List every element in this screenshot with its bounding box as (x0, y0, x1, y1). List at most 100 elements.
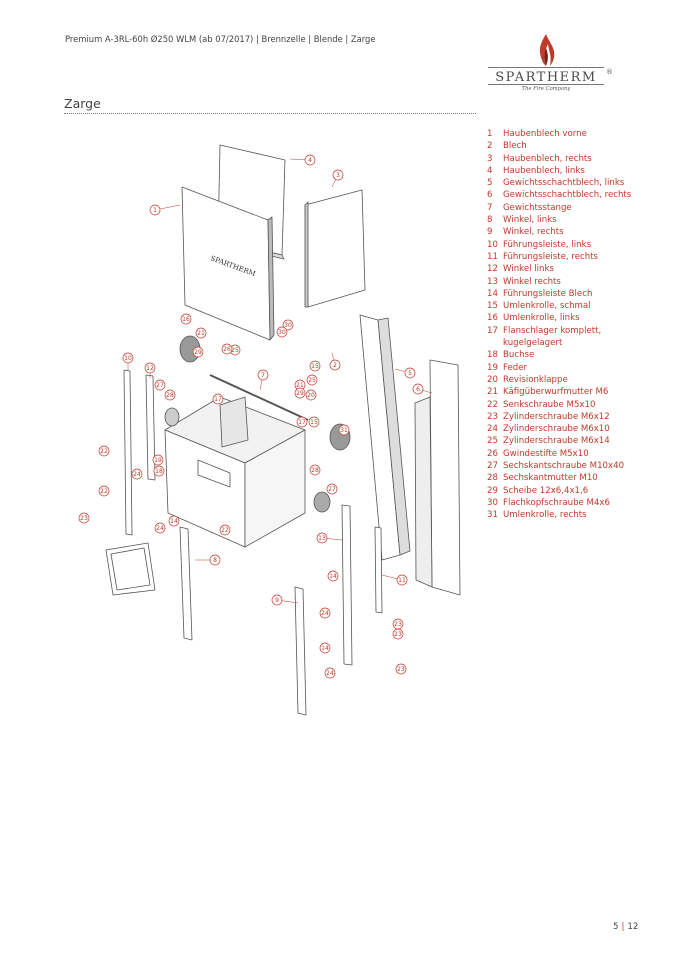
callout-bubble: 2 (329, 359, 341, 371)
callout-bubble: 26 (221, 343, 233, 355)
part-winkel-rechts (294, 586, 307, 716)
legend-item-number: 5 (487, 178, 493, 189)
callout-bubble: 23 (395, 663, 407, 675)
callout-label: 30 (278, 329, 286, 336)
page-separator: | (621, 922, 625, 932)
callout-bubble: 29 (294, 387, 306, 399)
callout-label: 14 (170, 518, 178, 525)
legend-item-name: Gewichtsschachtblech, rechts (503, 190, 632, 201)
legend-item-name: Sechskantschraube M10x40 (503, 461, 625, 472)
callout-label: 26 (223, 346, 231, 353)
legend-item-name: Umlenkrolle, rechts (503, 510, 587, 521)
legend-item-name: Führungsleiste, links (503, 239, 592, 250)
part-frame-side (244, 429, 306, 548)
callout-label: 6 (416, 386, 420, 393)
callout-bubble: 4 (304, 154, 316, 166)
callout-label: 18 (155, 468, 163, 475)
legend-item-name: Haubenblech vorne (503, 129, 587, 139)
callout-label: 29 (296, 390, 304, 397)
callout-label: 11 (398, 577, 406, 584)
legend-item-name: Scheibe 12x6,4x1,6 (503, 485, 589, 496)
callout-label: 9 (275, 597, 279, 604)
callout-bubble: 30 (282, 319, 294, 331)
callout-bubble: 28 (164, 389, 176, 401)
callout-label: 22 (100, 448, 108, 455)
callout-label: 17 (214, 396, 222, 403)
callout-bubble: 23 (78, 512, 90, 524)
callout-bubble: 12 (144, 362, 156, 374)
callout-bubble: 17 (296, 416, 308, 428)
legend-item-number: 10 (487, 239, 498, 250)
part-gewichtsschachtblech-rechts (429, 359, 461, 596)
legend-item-number: 21 (487, 387, 498, 398)
callout-label: 10 (124, 355, 132, 362)
callout-label: 16 (182, 316, 190, 323)
callout-label: 31 (340, 427, 348, 434)
flame-icon (539, 34, 555, 66)
legend-item-number: 31 (487, 510, 498, 521)
callout-label: 28 (166, 392, 174, 399)
page-current: 5 (613, 922, 619, 932)
legend-item-number: 18 (487, 350, 498, 361)
callout-bubble: 14 (168, 515, 180, 527)
legend-item-name: Umlenkrolle, links (503, 313, 580, 324)
legend-item-number: 16 (487, 313, 498, 324)
part-umlenkrolle-schmal (313, 491, 331, 513)
legend-item-name: Gewichtsschachtblech, links (503, 178, 625, 189)
part-fuehrungsleiste-links (123, 369, 133, 536)
callout-label: 2 (333, 362, 337, 369)
callout-label: 24 (326, 670, 334, 677)
exploded-view-diagram: 1234567891011121314141415151617171819202… (78, 144, 461, 716)
legend-item-number: 1 (487, 129, 493, 139)
callout-bubble: 29 (192, 346, 204, 358)
callout-bubble: 23 (392, 618, 404, 630)
callout-bubble: 5 (404, 367, 416, 379)
callout-label: 14 (321, 645, 329, 652)
section-title: Zarge (64, 96, 101, 111)
callout-bubble: 30 (276, 326, 288, 338)
legend-item-name: Führungsleiste, rechts (503, 251, 599, 262)
callout-label: 12 (146, 365, 154, 372)
legend-item-name: Umlenkrolle, schmal (503, 301, 591, 312)
spartherm-logo: SPARTHERM ® The Fire Company (488, 32, 614, 102)
callout-bubble: 11 (396, 574, 408, 586)
logo-reg: ® (606, 68, 613, 76)
callout-label: 5 (408, 370, 412, 377)
callout-label: 3 (336, 172, 340, 179)
page-total: 12 (627, 922, 639, 932)
legend-item-number: 8 (487, 215, 493, 226)
callout-label: 8 (213, 557, 217, 564)
legend-item-name: Flachkopfschraube M4x6 (503, 497, 610, 508)
callout-bubble: 22 (98, 485, 110, 497)
callout-label: 23 (397, 666, 405, 673)
callout-bubble: 21 (195, 327, 207, 339)
part-gewichtsstange (209, 374, 309, 421)
logo-tagline: The Fire Company (521, 86, 571, 92)
legend-item-number: 29 (487, 485, 498, 496)
legend-item-name: Zylinderschraube M6x12 (503, 411, 610, 422)
callout-label: 13 (318, 535, 326, 542)
legend-item-number: 7 (487, 202, 493, 213)
callout-label: 27 (328, 486, 336, 493)
legend-item-name: Blech (503, 141, 527, 152)
callout-bubble: 24 (131, 468, 143, 480)
legend-item-number: 26 (487, 448, 498, 459)
callout-bubble: 19 (152, 454, 164, 466)
callout-bubble: 24 (324, 667, 336, 679)
legend-item: 1 Haubenblech vorne (487, 128, 637, 140)
callout-label: 19 (154, 457, 162, 464)
legend-item-name: Winkel rechts (503, 276, 561, 287)
legend-item-number: 25 (487, 436, 498, 447)
callout-bubble: 13 (316, 532, 328, 544)
